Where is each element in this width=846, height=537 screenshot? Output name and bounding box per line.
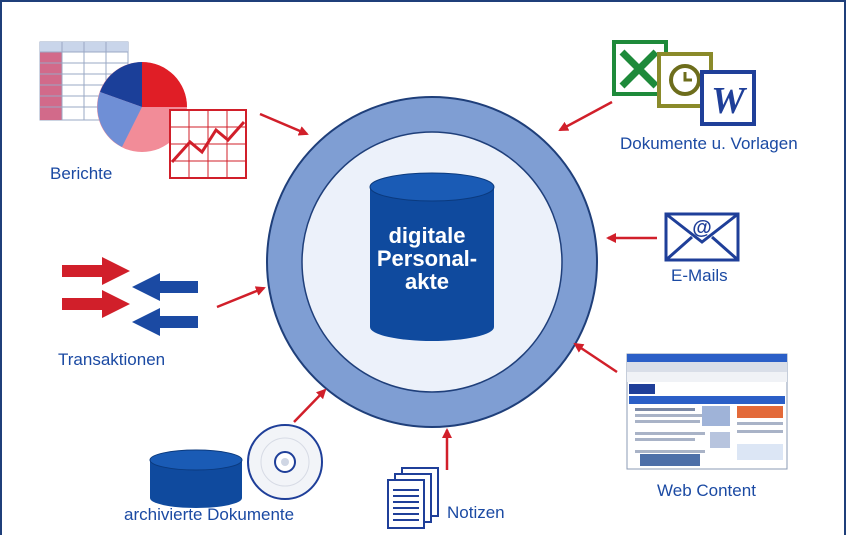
email-at-symbol: @ xyxy=(692,217,712,239)
flow-arrows xyxy=(216,100,657,470)
archive-database-icon xyxy=(149,449,243,508)
transaction-arrows-icon xyxy=(62,257,198,336)
center-title-line3: akte xyxy=(404,269,450,294)
word-letter: W xyxy=(711,80,748,122)
arrow-archiv xyxy=(293,388,327,423)
center-title-line1: digitale xyxy=(388,223,466,248)
label-dokumente: Dokumente u. Vorlagen xyxy=(620,134,798,153)
database-icon xyxy=(369,172,495,341)
arrow-berichte xyxy=(259,112,309,136)
reports-pie-icon xyxy=(97,62,187,152)
email-envelope-icon: @ xyxy=(664,212,740,262)
label-transaktionen: Transaktionen xyxy=(58,350,166,369)
arrow-transaktionen xyxy=(216,286,266,309)
label-notizen: Notizen xyxy=(447,503,505,522)
center-title: digitale Personal- akte xyxy=(357,224,497,293)
center-title-line2: Personal- xyxy=(376,246,478,271)
label-webcontent: Web Content xyxy=(657,481,756,500)
notes-pages-icon xyxy=(387,467,439,529)
label-archiv: archivierte Dokumente xyxy=(124,505,295,524)
arrow-dokumente xyxy=(558,100,613,132)
label-emails: E-Mails xyxy=(671,266,728,285)
reports-linechart-icon xyxy=(169,109,247,179)
word-icon: W xyxy=(700,70,756,126)
web-content-screenshot-icon xyxy=(626,353,788,470)
label-berichte: Berichte xyxy=(50,164,113,183)
arrow-webcontent xyxy=(573,342,618,374)
archive-cd-icon xyxy=(247,424,323,500)
